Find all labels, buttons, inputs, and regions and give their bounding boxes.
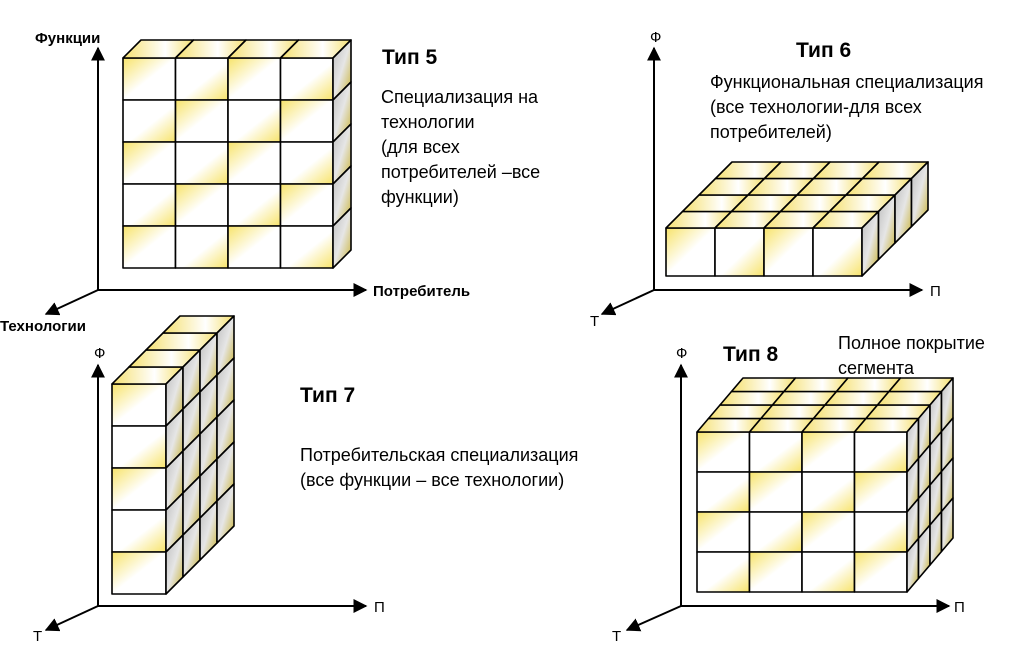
axis-label-t: Т [33,628,43,645]
cube-cell-front [748,471,803,513]
cube-cell-side [940,497,954,553]
axis-z-line [625,605,682,632]
desc-line: Полное покрытие [838,333,985,353]
cube-type6 [665,161,929,277]
cube-cell-front [279,225,334,269]
cube-cell-front [122,225,177,269]
panel-type7 [44,315,368,632]
desc-line: Специализация на [381,87,539,107]
panel-desc-type8: Полное покрытие сегмента [838,331,1028,381]
panel-title-type8: Тип 8 [723,343,779,366]
cube-cell-front [853,551,908,593]
cube-cell-front [122,141,177,185]
cube-cell-front [279,99,334,143]
cube-cell-front [174,99,229,143]
cube-cell-front [696,511,751,553]
panel-desc-type7: Потребительская специализация (все функц… [300,443,630,493]
cube-cell-front [111,467,167,511]
axis-label-technologies: Технологии [0,318,86,335]
panel-desc-type6: Функциональная специализация (все технол… [710,70,1032,145]
cube-cell-front [665,227,716,277]
panel-type8 [625,363,954,632]
cube-cell-front [174,57,229,101]
cube-cell-front [853,431,908,473]
cube-cell-side [332,207,352,269]
cube-cell-front [227,141,282,185]
cube-cell-front [853,511,908,553]
cube-cell-front [279,57,334,101]
cube-cell-front [696,431,751,473]
cube-cell-front [174,225,229,269]
cube-cell-front [801,511,856,553]
cube-cell-front [111,425,167,469]
desc-line: технологии [381,112,475,132]
cube-cell-front [227,57,282,101]
cube-type8 [696,377,954,593]
axis-label-f: Ф [676,345,688,362]
panel-title-type5: Тип 5 [382,46,438,69]
panel-desc-type5: Специализация на технологии (для всех по… [381,85,611,210]
cube-cell-front [801,471,856,513]
axis-label-functions: Функции [35,30,101,47]
panel-title-type6: Тип 6 [796,39,852,62]
cube-cell-front [801,551,856,593]
cube-cell-front [279,141,334,185]
desc-line: Функциональная специализация [710,72,984,92]
cube-cell-front [853,471,908,513]
cube-cell-side [910,161,929,228]
panel-title-type7: Тип 7 [300,384,356,407]
cube-cell-front [812,227,863,277]
axis-label-f: Ф [650,29,662,46]
desc-line: функции) [381,187,459,207]
cube-type7 [111,315,235,595]
desc-line: (все технологии-для всех [710,97,922,117]
cube-cell-front [122,183,177,227]
panel-type5 [44,39,368,316]
cube-cell-front [111,509,167,553]
cube-cell-front [227,99,282,143]
desc-line: потребителей) [710,122,832,142]
axis-z-line [44,289,99,316]
cube-cell-front [111,383,167,427]
cube-cell-front [801,431,856,473]
cube-cell-front [748,511,803,553]
cube-cell-front [122,99,177,143]
cube-type5 [122,39,352,269]
axis-label-t: Т [612,628,622,645]
axis-label-t: Т [590,313,600,330]
cube-cell-front [227,183,282,227]
cube-cell-front [748,431,803,473]
desc-line: потребителей –все [381,162,541,182]
axis-label-p: П [374,599,385,616]
axis-z-line [600,289,655,316]
desc-line: (для всех [381,137,460,157]
desc-line: Потребительская специализация [300,445,579,465]
axis-label-p: П [954,599,965,616]
cube-cell-front [227,225,282,269]
cube-cell-front [696,471,751,513]
desc-line: сегмента [838,358,914,378]
cube-cell-front [748,551,803,593]
axis-label-p: П [930,283,941,300]
cube-cell-front [174,183,229,227]
cube-cell-front [763,227,814,277]
panel-type6 [600,46,929,316]
cube-cell-front [279,183,334,227]
axis-label-consumer: Потребитель [373,283,471,300]
axis-label-f: Ф [94,345,106,362]
cube-cell-front [122,57,177,101]
cube-cell-front [696,551,751,593]
cube-cell-front [111,551,167,595]
cube-cell-front [714,227,765,277]
desc-line: (все функции – все технологии) [300,470,565,490]
cube-cell-side [216,483,235,544]
axis-z-line [44,605,99,632]
cube-cell-front [174,141,229,185]
